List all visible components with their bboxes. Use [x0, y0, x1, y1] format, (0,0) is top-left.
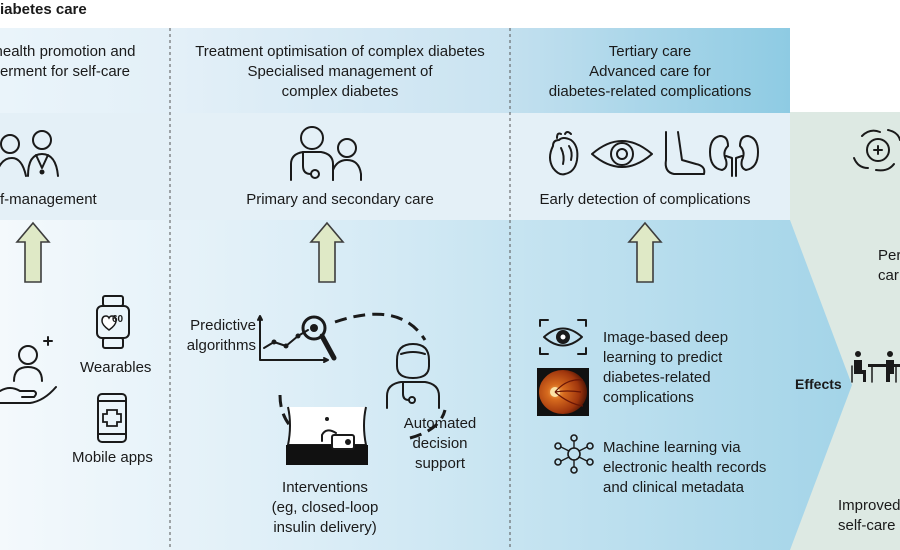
label-line: self-care	[838, 517, 896, 534]
neural-network-icon	[554, 434, 594, 474]
header-line: Treatment optimisation of complex diabet…	[195, 43, 485, 60]
header-line: Tertiary care	[608, 43, 692, 60]
header-line: health promotion and	[0, 43, 136, 60]
heart-icon	[549, 131, 579, 176]
col3-header: Tertiary care Advanced care for diabetes…	[512, 42, 788, 102]
effects-personal-care-label: Per car	[878, 246, 900, 286]
bottom-arrow-band	[0, 220, 852, 550]
watch-reading: 60	[112, 314, 124, 325]
header-line: Advanced care for	[589, 63, 711, 80]
header-line: diabetes-related complications	[548, 83, 752, 100]
interventions-label: Interventions (eg, closed-loop insulin d…	[255, 478, 395, 538]
header-line: complex diabetes	[281, 83, 399, 100]
label-line: Per	[878, 247, 900, 264]
mobile-app-icon	[97, 393, 127, 443]
label-line: complications	[603, 389, 694, 406]
label-line: algorithms	[186, 337, 256, 354]
header-line: erment for self-care	[0, 63, 131, 80]
effects-improved-self-care-label: Improved self-care	[838, 496, 900, 536]
caption-band	[0, 113, 790, 220]
label-line: Machine learning via	[603, 439, 741, 456]
label-line: support	[414, 455, 466, 472]
physician-icon	[386, 343, 440, 409]
diagram-title: iabetes care	[0, 1, 87, 18]
insulin-pump-torso-icon	[286, 406, 368, 465]
label-line: Automated	[403, 415, 477, 432]
up-arrow-col2	[309, 221, 345, 283]
mobile-apps-label: Mobile apps	[72, 449, 153, 466]
hand-care-icon	[0, 336, 57, 404]
up-arrow-col3	[627, 221, 663, 283]
col1-header: health promotion and erment for self-car…	[0, 42, 150, 82]
eye-icon	[591, 140, 653, 168]
doctor-stethoscope-icon	[290, 126, 362, 181]
label-line: electronic health records	[603, 459, 767, 476]
header-band-col1	[0, 28, 170, 113]
eye-scan-icon	[539, 319, 587, 355]
label-line: Predictive	[190, 317, 256, 334]
label-line: car	[878, 267, 899, 284]
col1-caption: f-management	[0, 191, 97, 208]
deep-learning-label: Image-based deep learning to predict dia…	[603, 328, 728, 408]
label-line: learning to predict	[603, 349, 723, 366]
header-band-col2	[170, 28, 510, 113]
patient-doctor-icon	[0, 130, 59, 177]
smartwatch-icon	[96, 295, 130, 349]
retina-image	[537, 368, 589, 416]
label-line: insulin delivery)	[273, 519, 377, 536]
label-line: Image-based deep	[603, 329, 729, 346]
header-line: Specialised management of	[247, 63, 433, 80]
up-arrow-col1	[15, 221, 51, 283]
label-line: and clinical metadata	[603, 479, 744, 496]
label-line: (eg, closed-loop	[271, 499, 379, 516]
automated-decision-support-label: Automated decision support	[400, 414, 480, 474]
machine-learning-label: Machine learning via electronic health r…	[603, 438, 766, 498]
care-hands-icon	[853, 129, 900, 172]
label-line: decision	[412, 435, 468, 452]
col2-caption: Primary and secondary care	[246, 191, 434, 208]
label-line: Improved	[838, 497, 900, 514]
col3-caption: Early detection of complications	[539, 191, 751, 208]
consultation-table-icon	[851, 351, 900, 383]
label-line: Interventions	[282, 479, 368, 496]
label-line: diabetes-related	[603, 369, 711, 386]
header-band-col3	[510, 28, 790, 113]
kidneys-icon	[709, 135, 759, 177]
col2-header: Treatment optimisation of complex diabet…	[172, 42, 508, 102]
effects-label: Effects	[795, 376, 842, 392]
foot-icon	[664, 131, 706, 175]
predictive-algorithms-label: Predictive algorithms	[186, 316, 256, 356]
wearables-label: Wearables	[80, 359, 152, 376]
